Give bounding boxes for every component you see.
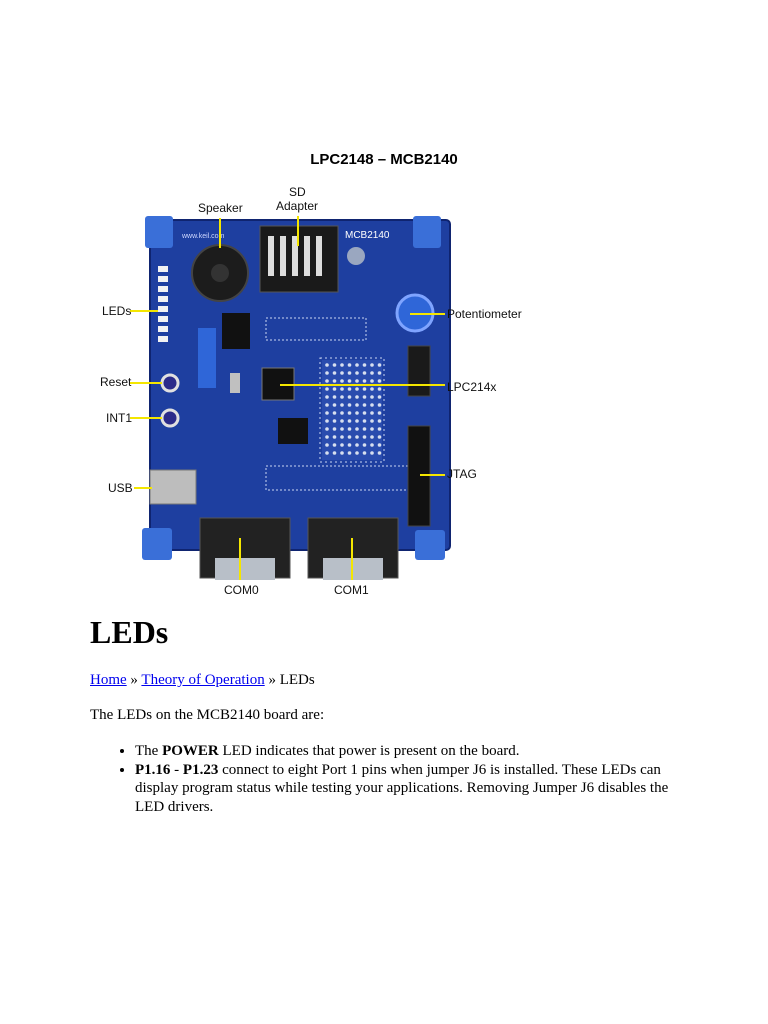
board-name: MCB2140 <box>345 230 390 241</box>
board-image: www.keil.com MCB2140 <box>90 178 650 608</box>
breadcrumb-separator: » <box>126 672 142 688</box>
corner-foot <box>145 216 173 248</box>
corner-foot <box>413 216 441 248</box>
label-leds: LEDs <box>102 304 131 318</box>
label-lpc214x: LPC214x <box>447 380 496 394</box>
led-column <box>158 266 168 342</box>
corner-foot <box>142 528 172 560</box>
label-jtag: JTAG <box>447 467 477 481</box>
breadcrumb-separator: » <box>264 672 280 688</box>
label-reset: Reset <box>100 375 132 389</box>
label-potentiometer: Potentiometer <box>447 307 522 321</box>
led-list: The POWER LED indicates that power is pr… <box>90 742 690 816</box>
page-heading: LEDs <box>90 614 169 650</box>
reset-button-part <box>160 373 180 393</box>
board-url: www.keil.com <box>181 233 225 240</box>
breadcrumb: Home » Theory of Operation » LEDs <box>90 672 315 689</box>
int1-button-part <box>160 408 180 428</box>
label-usb: USB <box>108 481 133 495</box>
figure-title: LPC2148 – MCB2140 <box>310 151 458 168</box>
label-speaker: Speaker <box>198 201 243 215</box>
intro-text: The LEDs on the MCB2140 board are: <box>90 707 325 723</box>
label-int1: INT1 <box>106 411 132 425</box>
prototype-grid <box>322 360 382 460</box>
breadcrumb-current: LEDs <box>279 672 315 688</box>
label-com1: COM1 <box>334 583 369 597</box>
usb-connector <box>149 469 197 505</box>
list-item: P1.16 - P1.23 connect to eight Port 1 pi… <box>135 761 690 817</box>
corner-foot <box>415 530 445 560</box>
label-sd-adapter: Adapter <box>276 199 318 213</box>
breadcrumb-home-link[interactable]: Home <box>90 672 127 688</box>
list-item: The POWER LED indicates that power is pr… <box>135 742 690 761</box>
breadcrumb-theory-link[interactable]: Theory of Operation <box>141 672 265 688</box>
label-sd: SD <box>289 185 306 199</box>
label-com0: COM0 <box>224 583 259 597</box>
